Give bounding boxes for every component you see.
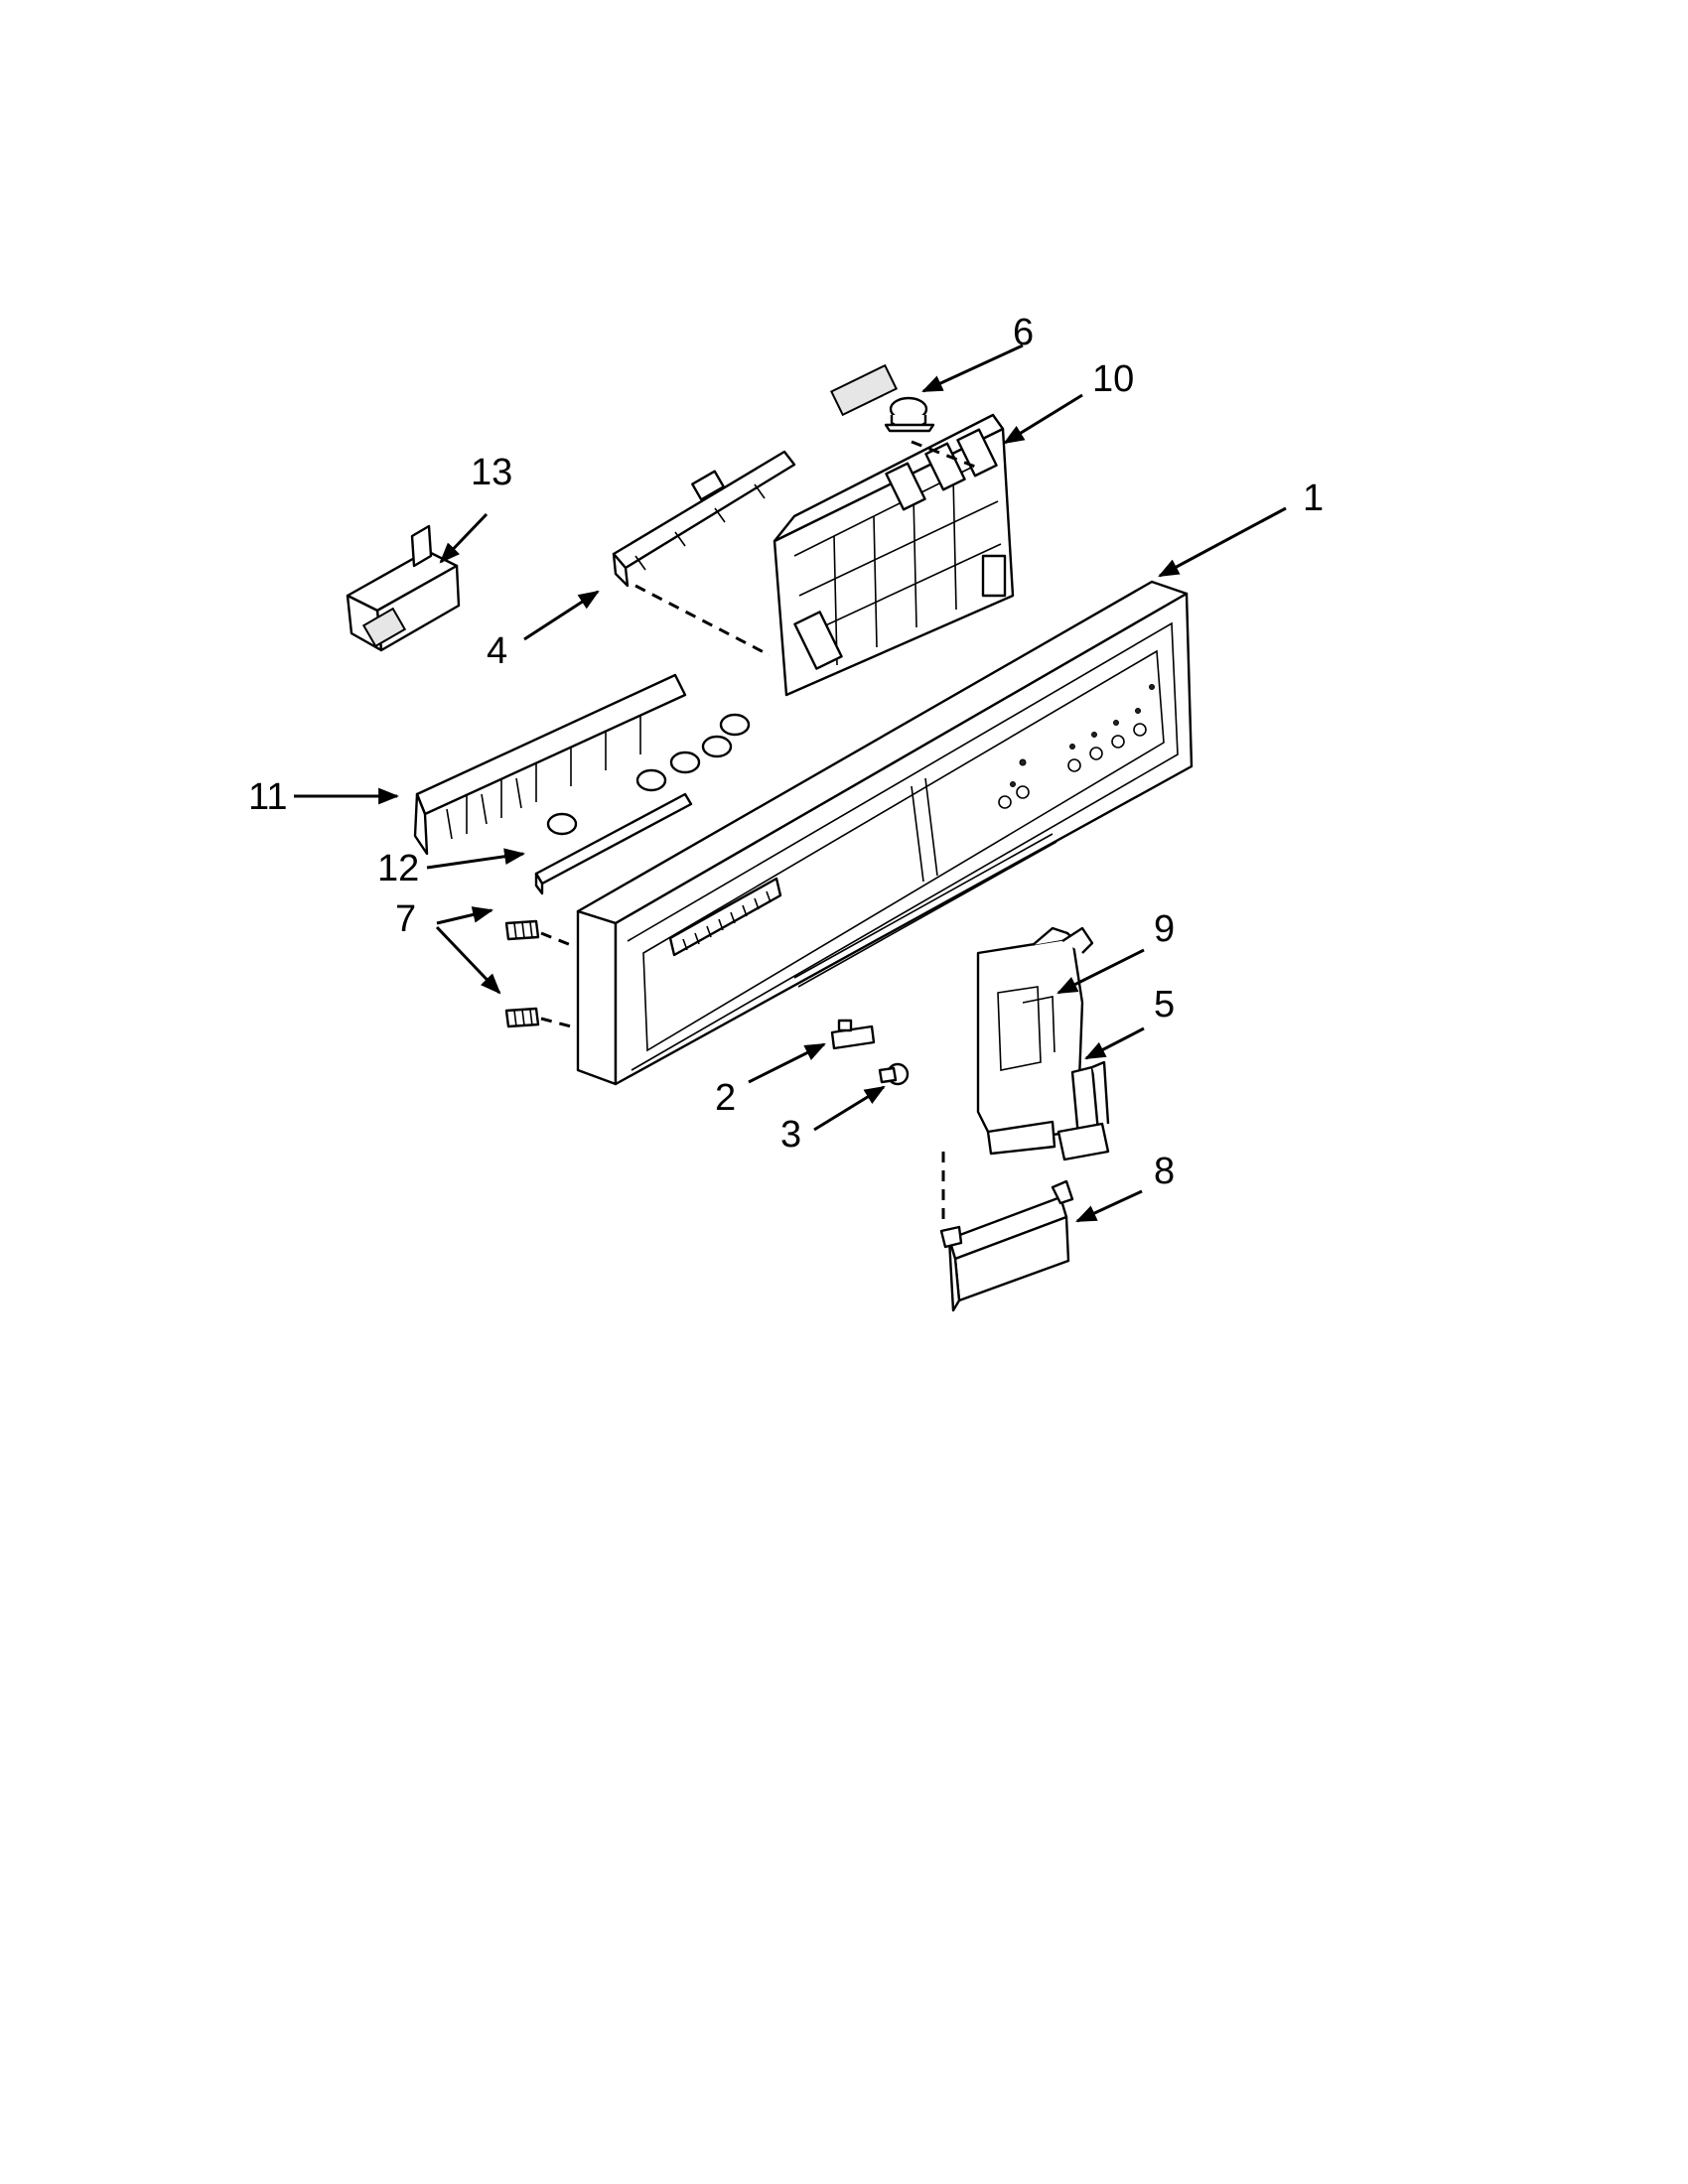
callout-6: 6 (1013, 312, 1034, 353)
callout-4: 4 (487, 630, 507, 672)
clip (346, 524, 461, 652)
screw-3 (878, 1062, 910, 1086)
handle (939, 1179, 1074, 1312)
switch-knobs (546, 713, 751, 836)
control-board (773, 363, 1015, 697)
callout-7: 7 (395, 898, 416, 940)
assembly-lines (540, 440, 976, 1221)
callout-5: 5 (1154, 984, 1175, 1025)
leader-lines (294, 343, 1287, 1223)
switch (830, 1019, 876, 1050)
latch (1056, 1060, 1110, 1161)
callout-labels: 6 10 1 13 4 11 12 7 9 5 2 3 8 (248, 312, 1324, 1192)
callout-13: 13 (471, 452, 512, 493)
callout-1: 1 (1303, 478, 1324, 519)
callout-12: 12 (377, 848, 419, 889)
callout-2: 2 (715, 1077, 736, 1119)
callout-10: 10 (1092, 358, 1134, 400)
callout-8: 8 (1154, 1151, 1175, 1192)
handle-housing (976, 926, 1094, 1156)
rail (534, 792, 693, 895)
sensor (884, 396, 935, 433)
callout-3: 3 (780, 1114, 801, 1156)
callout-11: 11 (248, 776, 287, 818)
switch-assembly (413, 673, 687, 856)
bracket (612, 450, 796, 588)
callout-9: 9 (1154, 908, 1175, 950)
screws (504, 919, 540, 1028)
console-panel (576, 580, 1194, 1086)
